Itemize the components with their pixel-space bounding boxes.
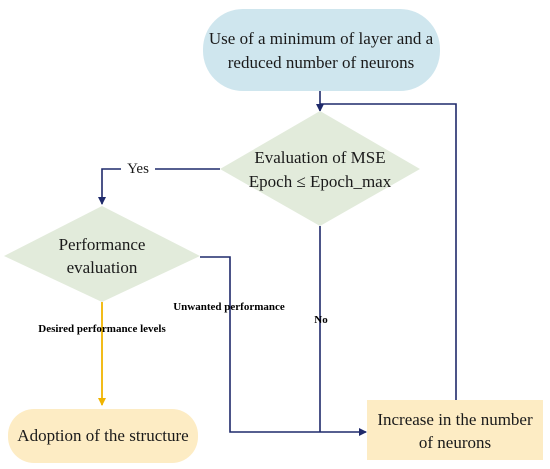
increase-node-line2: of neurons: [419, 433, 491, 452]
mse-decision-node: Evaluation of MSE Epoch ≤ Epoch_max: [220, 111, 420, 226]
edge-increase-loop-back: [320, 103, 457, 400]
start-node-line1: Use of a minimum of layer and a: [209, 29, 434, 48]
performance-decision-line1: Performance: [59, 235, 146, 254]
increase-node: Increase in the number of neurons: [367, 400, 543, 460]
performance-decision-node: Performance evaluation: [4, 206, 200, 302]
start-node: Use of a minimum of layer and a reduced …: [203, 9, 440, 91]
edge-mse-to-performance-yes: [98, 168, 220, 205]
increase-node-line1: Increase in the number: [377, 410, 533, 429]
increase-node-shape: [367, 400, 543, 460]
adoption-node-line1: Adoption of the structure: [17, 426, 188, 445]
yes-edge-label: Yes: [127, 161, 149, 177]
desired-edge-label: Desired performance levels: [38, 323, 166, 335]
unwanted-edge-label: Unwanted performance: [173, 301, 285, 313]
start-node-shape: [203, 9, 440, 91]
mse-decision-line2: Epoch ≤ Epoch_max: [249, 172, 392, 191]
no-edge-label: No: [314, 314, 328, 326]
start-node-line2: reduced number of neurons: [228, 53, 414, 72]
mse-decision-shape: [220, 111, 420, 226]
mse-decision-line1: Evaluation of MSE: [254, 148, 385, 167]
adoption-node: Adoption of the structure: [8, 409, 198, 463]
performance-decision-shape: [4, 206, 200, 302]
performance-decision-line2: evaluation: [67, 258, 138, 277]
edge-performance-to-increase-unwanted: [200, 256, 367, 436]
adoption-node-shape: [8, 409, 198, 463]
